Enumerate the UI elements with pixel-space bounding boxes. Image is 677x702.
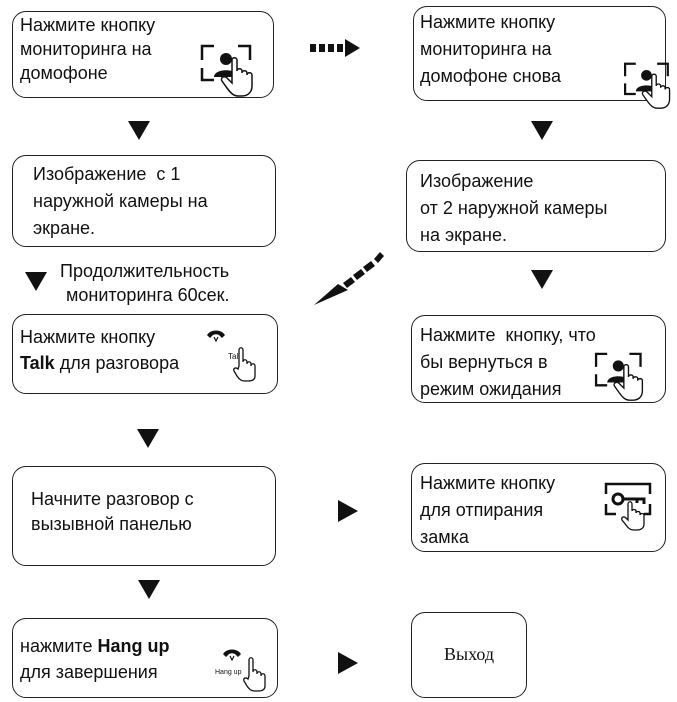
step-6-line-2: бы вернуться в — [420, 352, 548, 372]
step-6-line-1: Нажмите кнопку, что — [420, 325, 596, 345]
talk-icon-label: Talk — [228, 352, 243, 361]
down-arrow — [137, 429, 159, 448]
monitoring-duration-note-line-1: Продолжительность — [60, 261, 230, 281]
step-3-line-3: экране. — [33, 218, 96, 238]
step-4-line-3: на экране. — [420, 225, 507, 245]
step-box-press-monitor-again — [413, 6, 666, 101]
step-4-line-1: Изображение — [420, 171, 534, 191]
handset-icon — [223, 649, 241, 661]
hand-pointer-icon — [233, 347, 256, 382]
step-8-line-1: Нажмите кнопку — [420, 473, 556, 493]
handset-icon — [207, 330, 225, 342]
step-box-unlock — [411, 463, 666, 552]
step-8-line-2: для отпирания — [420, 500, 544, 520]
step-3-line-1: Изображение с 1 — [33, 164, 181, 184]
step-7-line-1: Начните разговор с — [31, 489, 194, 509]
step-2-line-2: мониторинга на — [420, 39, 552, 59]
monitor-button-icon — [594, 352, 644, 401]
right-arrow — [338, 500, 358, 522]
down-arrow — [138, 580, 160, 599]
hangup-pre: нажмите — [20, 636, 98, 656]
monitor-button-icon — [624, 62, 671, 109]
down-arrow — [128, 121, 150, 140]
step-2-line-1: Нажмите кнопку — [420, 12, 556, 32]
step-4-line-2: от 2 наружной камеры — [420, 198, 608, 218]
step-3-line-2: наружной камеры на — [33, 191, 208, 211]
exit-box — [411, 612, 527, 698]
step-box-camera-1-image — [12, 155, 276, 247]
step-2-line-3: домофоне снова — [420, 66, 561, 86]
exit-label: Выход — [443, 644, 495, 664]
hangup-icon-label: Hang up — [215, 669, 242, 676]
step-5-line-2: Talk для разговора — [20, 352, 179, 375]
right-arrow — [338, 652, 358, 674]
step-8-line-3: замка — [420, 527, 469, 547]
talk-label: Talk — [20, 353, 55, 373]
talk-rest: для разговора — [54, 353, 180, 373]
step-box-press-talk — [12, 314, 278, 394]
step-9-line-2: для завершения — [20, 662, 158, 682]
dashed-arrow-diagonal — [314, 252, 384, 305]
step-5-line-1: Нажмите кнопку — [20, 327, 156, 347]
down-arrow — [531, 270, 553, 289]
step-1-line-3: домофоне — [20, 63, 108, 83]
step-6-line-3: режим ожидания — [420, 379, 562, 399]
monitor-button-icon — [200, 44, 253, 97]
key-unlock-icon — [604, 482, 652, 531]
step-box-camera-2-image — [406, 160, 666, 252]
hand-pointer-icon — [243, 657, 266, 692]
down-arrow — [25, 272, 47, 291]
down-arrow — [531, 121, 553, 140]
step-1-line-2: мониторинга на — [20, 39, 152, 59]
step-1-line-1: Нажмите кнопку — [20, 15, 156, 35]
step-box-start-conversation — [12, 466, 276, 566]
step-9-line-1: нажмите Hang up — [20, 635, 169, 658]
step-7-line-2: вызывной панелью — [31, 514, 192, 534]
hangup-label: Hang up — [97, 636, 170, 656]
monitoring-duration-note-line-2: мониторинга 60сек. — [66, 285, 230, 305]
dashed-arrow-right — [310, 39, 360, 57]
